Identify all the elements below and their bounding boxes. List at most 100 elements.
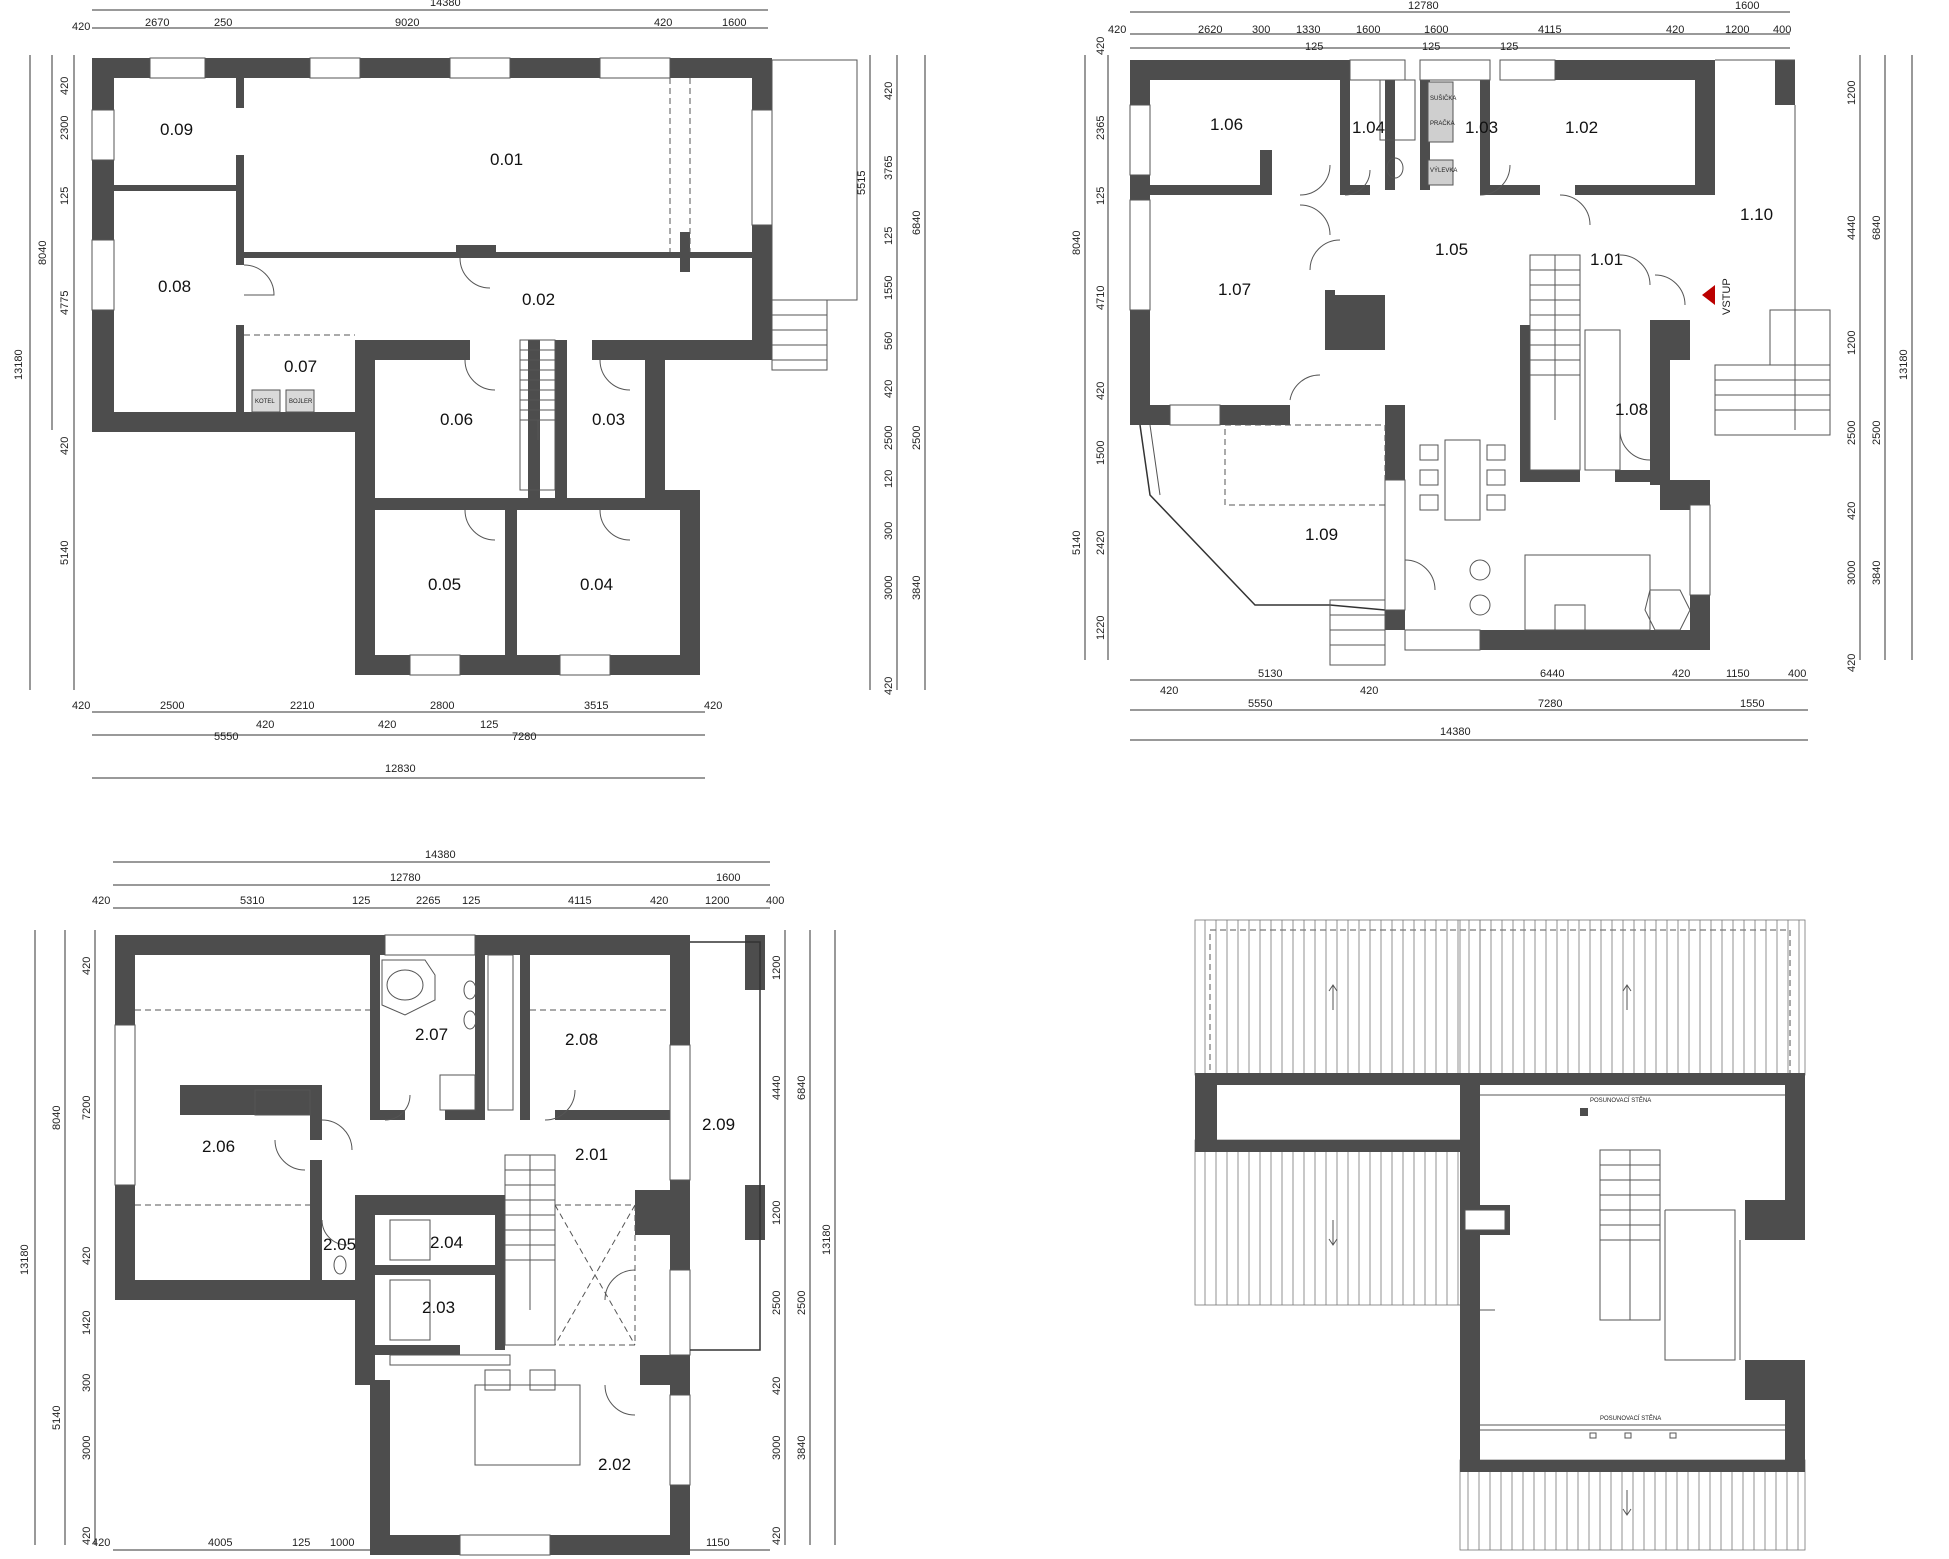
dim-label: 1420 [81,1311,93,1335]
dim-label: 7200 [81,1096,93,1120]
dim-label: 1550 [1740,698,1764,710]
basement-dims-left: 13180 8040 420 2300 125 4775 420 5140 [13,55,75,690]
dim-label: 2500 [883,426,895,450]
ground-room-labels: 1.06 1.04 1.03 1.02 1.10 1.05 1.01 1.07 … [1210,115,1773,544]
dim-label: 2420 [1095,531,1107,555]
dim-label: 420 [1160,685,1178,697]
dim-label: 125 [59,187,71,205]
room-label: 0.06 [440,410,473,429]
room-label: 1.01 [1590,250,1623,269]
room-label: 1.07 [1218,280,1251,299]
roof-plan: POSUNOVACÍ STĚNA POSUNOVACÍ STĚNA [1194,919,1806,1551]
dim-label: 1200 [1725,24,1749,36]
entry-marker: VSTUP [1702,278,1733,315]
dim-label: 2500 [771,1291,783,1315]
roof-pane-top [1194,919,1806,1076]
dim-label: 300 [1252,24,1270,36]
dim-label: 1600 [722,17,746,29]
upper-floor-plan: 14380 12780 1600 420 5310 125 2265 125 4… [19,849,836,1556]
dim-label: 420 [654,17,672,29]
dim-label: 3840 [796,1436,808,1460]
dim-label: 420 [378,719,396,731]
dim-label: 125 [883,227,895,245]
dim-label: 4115 [1538,24,1562,36]
dim-label: 12830 [385,763,416,775]
dim-label: 3000 [883,576,895,600]
ground-dims-right: 1200 4440 6840 1200 2500 2500 13180 420 … [1846,55,1913,672]
basement-room-labels: 0.09 0.01 0.08 0.02 0.07 0.06 0.03 0.05 … [158,120,625,594]
dim-label: 3515 [584,700,608,712]
dim-label: 3840 [911,576,923,600]
dim-label: 420 [1360,685,1378,697]
room-label: 2.09 [702,1115,735,1134]
dim-label: 5310 [240,895,264,907]
dim-label: 560 [883,332,895,350]
dim-label: 250 [214,17,232,29]
dim-label: 2800 [430,700,454,712]
dim-label: 12780 [1408,0,1439,12]
dim-label: 8040 [37,241,49,265]
dim-label: 1150 [706,1537,730,1549]
dim-label: 3000 [771,1436,783,1460]
dim-label: 1330 [1296,24,1320,36]
dim-label: 420 [92,895,110,907]
dim-label: 8040 [1071,231,1083,255]
dim-label: 420 [704,700,722,712]
upper-stairs [504,1154,636,1346]
dim-label: 400 [1773,24,1791,36]
ground-dims-top: 12780 1600 420 2620 300 1330 1600 1600 4… [1108,0,1791,53]
dim-label: 420 [771,1377,783,1395]
dim-label: 13180 [821,1224,833,1255]
room-label: 1.04 [1352,118,1385,137]
room-label: 2.06 [202,1137,235,1156]
dim-label: 4440 [1846,216,1858,240]
dim-label: 125 [352,895,370,907]
dim-label: 9020 [395,17,419,29]
room-label: 0.07 [284,357,317,376]
room-label: 0.01 [490,150,523,169]
room-label: 2.03 [422,1298,455,1317]
basement-plan: 14380 420 2670 250 9020 420 1600 13180 8… [13,0,926,779]
room-label: 1.08 [1615,400,1648,419]
room-label: 0.02 [522,290,555,309]
dim-label: 1550 [883,276,895,300]
dim-label: 420 [883,677,895,695]
room-label: 0.05 [428,575,461,594]
room-label: 0.03 [592,410,625,429]
dim-label: 1500 [1095,441,1107,465]
dim-label: 300 [883,522,895,540]
dim-label: 420 [883,380,895,398]
sliding-wall-label-top: POSUNOVACÍ STĚNA [1590,1096,1651,1104]
roof-rafters-bottom [1467,1472,1799,1550]
dim-label: 6840 [796,1076,808,1100]
dim-label: 420 [92,1537,110,1549]
dim-label: 2500 [1846,421,1858,445]
dim-label: 14380 [1440,726,1471,738]
upper-dims-right: 1200 4440 6840 1200 2500 2500 13180 420 … [771,930,836,1545]
dim-label: 420 [81,1247,93,1265]
dim-label: 5515 [856,171,868,195]
dim-label: 2670 [145,17,169,29]
upper-balcony [135,941,761,1351]
dim-label: 6840 [911,211,923,235]
dim-label: 300 [81,1374,93,1392]
dim-label: 125 [1305,41,1323,53]
dim-label: 5130 [1258,668,1282,680]
basement-stairs [519,59,858,491]
room-label: 2.08 [565,1030,598,1049]
dim-label: 5140 [51,1406,63,1430]
dim-label: 1150 [1726,668,1750,680]
dim-label: 420 [1846,502,1858,520]
dim-label: 125 [462,895,480,907]
dim-label: 1600 [1424,24,1448,36]
dim-label: 3765 [883,156,895,180]
dim-label: 2210 [290,700,314,712]
room-label: 2.01 [575,1145,608,1164]
dim-label: 1600 [1735,0,1759,12]
attic-interior [1464,1094,1785,1439]
room-label: 1.02 [1565,118,1598,137]
dim-label: 420 [1666,24,1684,36]
dim-label: 420 [256,719,274,731]
room-label: 0.09 [160,120,193,139]
utility-sink-label: VÝLEVKA [1430,167,1457,174]
